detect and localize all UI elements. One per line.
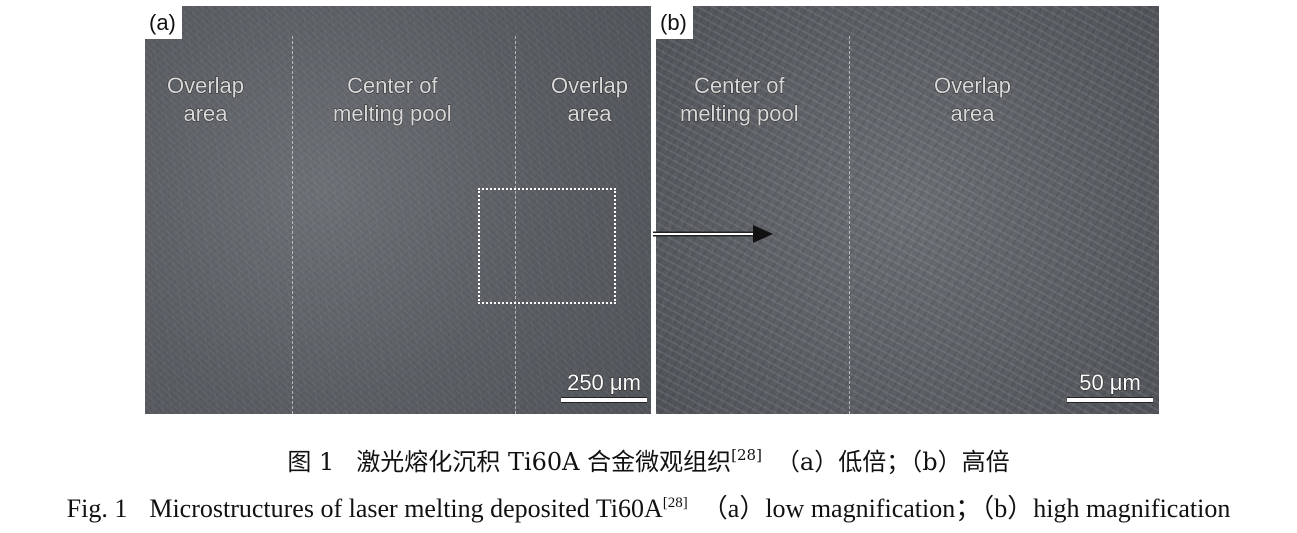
panel-label-b: (b): [656, 6, 693, 39]
micrograph-panel-a: (a) Overlap area Center of melting pool …: [145, 6, 651, 414]
scale-bar-a: 250 μm: [561, 370, 647, 403]
region-label-overlap-left: Overlap area: [166, 73, 245, 127]
pool-boundary-line-b: [849, 36, 850, 414]
caption-en-number: Fig. 1: [66, 494, 128, 523]
region-label-center: Center of melting pool: [333, 73, 453, 127]
magnified-region-box: [478, 188, 616, 304]
magnification-arrow-icon: [653, 225, 773, 243]
pool-boundary-line-left: [292, 36, 293, 414]
caption-cn-ref: [28]: [731, 446, 762, 464]
region-label-overlap-b: Overlap area: [933, 73, 1012, 127]
region-label-center-b: Center of melting pool: [680, 73, 800, 127]
micrograph-panel-b: (b) Center of melting pool Overlap area …: [656, 6, 1159, 414]
scale-bar-label-a: 250 μm: [567, 370, 642, 395]
region-label-overlap-right: Overlap area: [550, 73, 629, 127]
scale-bar-b: 50 μm: [1067, 370, 1153, 403]
caption-en-title: Microstructures of laser melting deposit…: [149, 494, 663, 523]
figure-caption-chinese: 图 1 激光熔化沉积 Ti60A 合金微观组织[28] （a）低倍；（b）高倍: [0, 446, 1297, 478]
panel-label-a: (a): [145, 6, 182, 39]
scale-bar-line-b: [1067, 397, 1153, 403]
micrograph-texture-b: [656, 6, 1159, 414]
scale-bar-label-b: 50 μm: [1079, 370, 1142, 395]
scale-bar-line-a: [561, 397, 647, 403]
micrograph-texture-a: [145, 6, 651, 414]
caption-cn-parts: （a）低倍；（b）高倍: [775, 448, 1010, 476]
caption-en-parts: （a）low magnification；（b）high magnificati…: [701, 494, 1231, 523]
caption-en-ref: [28]: [662, 495, 688, 511]
figure-caption-english: Fig. 1 Microstructures of laser melting d…: [0, 493, 1297, 525]
pool-boundary-line-right: [515, 36, 516, 414]
caption-cn-number: 图 1: [287, 448, 335, 476]
caption-cn-title: 激光熔化沉积 Ti60A 合金微观组织: [356, 448, 732, 476]
